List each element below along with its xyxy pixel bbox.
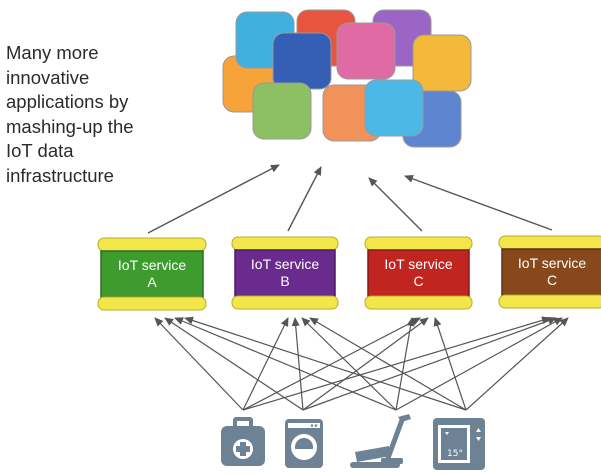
service-letter: C [546, 272, 558, 288]
arrow [184, 316, 467, 411]
service-letter: C [413, 273, 424, 289]
service-body [100, 250, 204, 298]
service-letter: B [280, 273, 290, 289]
service-cap-bottom [364, 295, 473, 310]
service-to-app-arrows [147, 164, 553, 234]
service-c-label: IoT service C [368, 256, 469, 290]
app-tile [272, 32, 332, 90]
service-b [231, 236, 339, 310]
service-cap-bottom [97, 296, 207, 311]
caption-line: applications by [6, 91, 129, 112]
arrow [302, 316, 557, 411]
service-letter: A [147, 274, 157, 290]
application-cluster [222, 9, 472, 148]
service-a [97, 237, 207, 311]
service-name: IoT service [117, 257, 187, 273]
app-tile [364, 79, 424, 137]
caption: Many more innovative applications by mas… [6, 41, 216, 188]
service-cap-top [231, 236, 339, 251]
arrow [465, 317, 569, 411]
thermostat-reading: 15° [447, 449, 463, 459]
arrow [395, 317, 563, 411]
arrow [302, 317, 429, 411]
caption-line: innovative [6, 66, 90, 88]
service-a-label: IoT service A [101, 257, 203, 291]
washing-machine-icon [285, 419, 323, 468]
arrow [291, 317, 304, 411]
service-d [498, 235, 601, 309]
arrow [287, 166, 322, 232]
service-cap-bottom [231, 295, 339, 310]
arrow [242, 317, 421, 411]
service-body [234, 249, 336, 297]
app-tile [336, 22, 396, 80]
arrow [242, 317, 289, 411]
exercise-bike-icon [350, 414, 411, 468]
service-cap-top [364, 236, 473, 251]
caption-line: infrastructure [6, 164, 114, 186]
medical-kit-icon [221, 417, 265, 466]
caption-line: Many more [6, 42, 99, 63]
service-cap-top [498, 235, 601, 250]
app-tile [412, 34, 472, 92]
arrow [395, 317, 415, 411]
service-b-label: IoT service B [235, 256, 335, 290]
arrow [174, 317, 397, 411]
arrow [164, 317, 304, 411]
arrow [433, 317, 467, 411]
device-to-service-arrows [154, 316, 569, 411]
caption-line: IoT data [6, 140, 74, 161]
service-name: IoT service [250, 256, 320, 272]
service-c [364, 236, 473, 310]
service-d-label: IoT service C [502, 255, 601, 289]
service-name: IoT service [384, 256, 453, 272]
arrow [309, 317, 467, 411]
arrow [301, 317, 397, 411]
app-tile [252, 82, 312, 140]
arrow [404, 175, 553, 231]
arrow [242, 316, 551, 411]
arrow [147, 164, 280, 234]
service-name: IoT service [517, 255, 587, 271]
arrow [154, 317, 244, 411]
service-cap-top [97, 237, 207, 252]
thermostat-icon: 15° [433, 418, 485, 470]
arrow [368, 177, 423, 232]
caption-line: mashing-up the [6, 115, 134, 137]
service-cap-bottom [498, 294, 601, 309]
